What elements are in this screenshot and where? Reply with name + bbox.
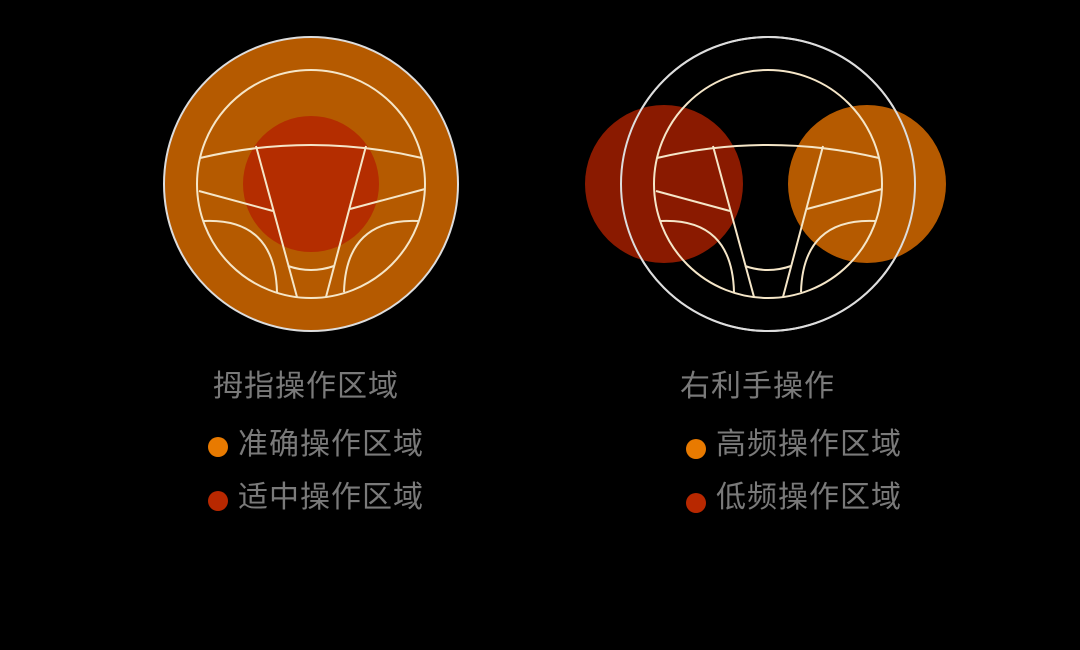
left-panel-title: 拇指操作区域: [213, 369, 399, 404]
legend-dot-high-frequency: [686, 439, 706, 459]
moderate-zone: [243, 116, 379, 252]
legend-dot-accurate: [208, 437, 228, 457]
high-frequency-zone: [788, 105, 946, 263]
legend-dot-low-frequency: [686, 493, 706, 513]
left-steering-wheel: [163, 36, 459, 332]
low-frequency-zone: [585, 105, 743, 263]
right-steering-wheel: [585, 36, 946, 332]
right-panel-title: 右利手操作: [680, 369, 835, 404]
legend-accurate-label: 准确操作区域: [238, 427, 424, 462]
legend-high-frequency-label: 高频操作区域: [716, 427, 902, 462]
legend-dot-moderate: [208, 491, 228, 511]
legend-moderate-label: 适中操作区域: [238, 480, 424, 515]
legend-low-frequency-label: 低频操作区域: [716, 480, 902, 515]
